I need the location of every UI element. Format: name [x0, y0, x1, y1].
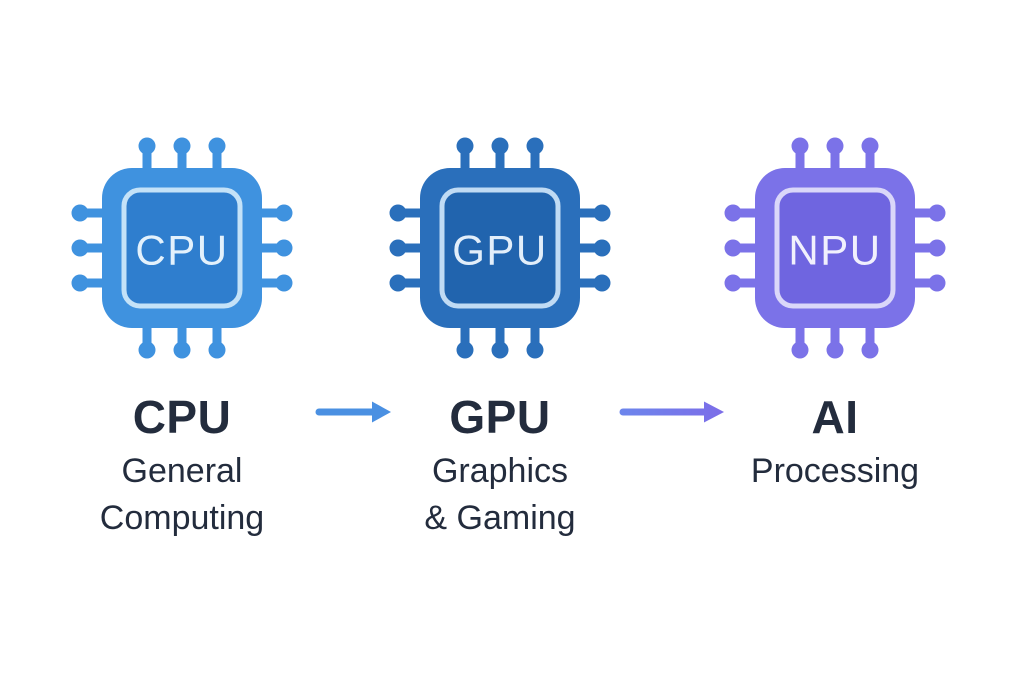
chip-label: NPU [788, 227, 881, 274]
chip-inner-panel [121, 187, 243, 309]
chip-inner-panel [774, 187, 896, 309]
chip-pins [389, 137, 611, 359]
gpu-chip-icon: GPU [389, 137, 611, 359]
cpu-column: CPU CPU General Computing [32, 133, 332, 542]
chip-label: GPU [452, 227, 548, 274]
cpu-subtitle-line1: General [121, 452, 243, 491]
chip-inner-panel [439, 187, 561, 309]
chip-pins [71, 137, 293, 359]
cpu-title: CPU [132, 391, 232, 443]
cpu-chip-icon: CPU [71, 137, 293, 359]
npu-chip-icon: NPU [724, 137, 946, 359]
npu-title: AI [811, 391, 859, 443]
cpu-subtitle-line2: Computing [99, 499, 265, 538]
gpu-subtitle: Graphics & Gaming [350, 448, 650, 542]
cpu-subtitle: General Computing [32, 448, 332, 542]
gpu-title: GPU [449, 391, 551, 443]
chip-label: CPU [135, 227, 228, 274]
npu-column: NPU AI Processing [685, 133, 985, 495]
chip-pins [724, 137, 946, 359]
arrow-right-icon [619, 401, 724, 423]
gpu-column: GPU GPU Graphics & Gaming [350, 133, 650, 542]
npu-subtitle-line1: Processing [750, 452, 920, 491]
arrow-right-icon [315, 401, 391, 423]
gpu-subtitle-line1: Graphics [431, 452, 569, 491]
gpu-subtitle-line2: & Gaming [424, 499, 576, 538]
npu-subtitle: Processing [685, 448, 985, 495]
